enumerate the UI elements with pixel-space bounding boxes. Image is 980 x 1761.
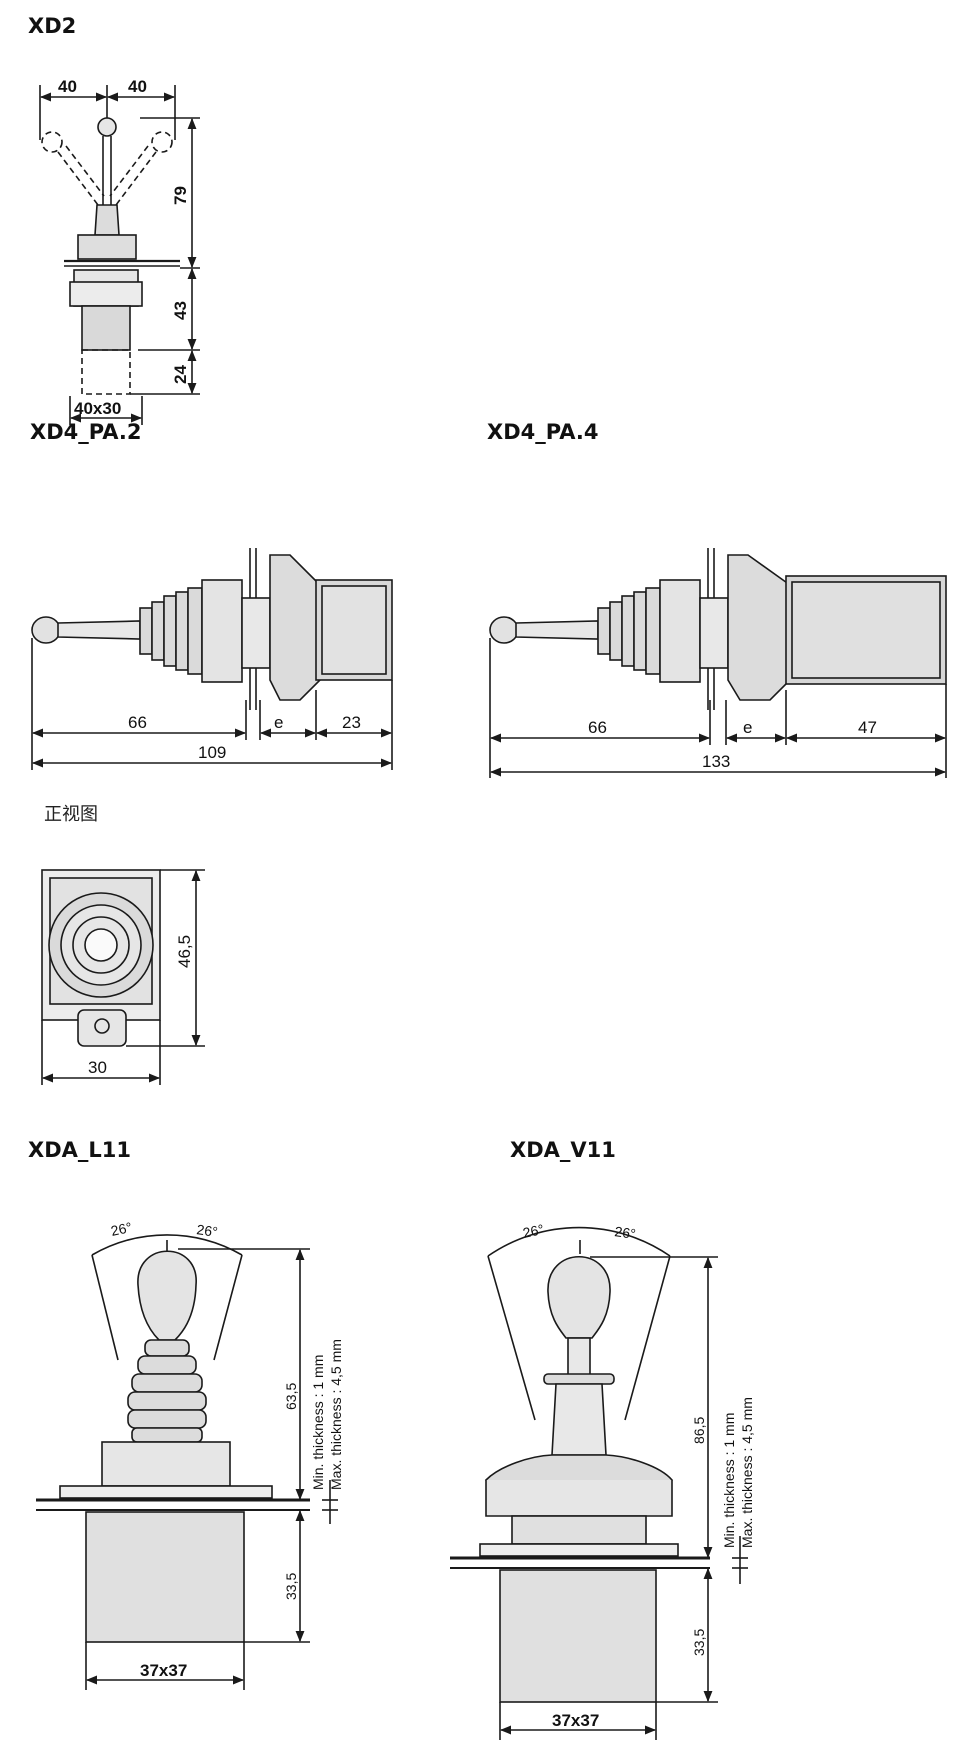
xda-v11-dim-base: 37x37: [552, 1711, 599, 1730]
xda-v11-drawing: [450, 1226, 748, 1740]
xda-v11-min-thickness: Min. thickness : 1 mm: [721, 1413, 737, 1548]
xda-l11-min-thickness: Min. thickness : 1 mm: [310, 1355, 326, 1490]
xd2-dim-base: 40x30: [74, 399, 121, 418]
xd4-pa4-dim-right: 47: [858, 718, 877, 737]
xda-v11-angle-right: 26°: [614, 1223, 637, 1242]
xda-v11-dim-height-top: 86,5: [691, 1417, 707, 1444]
front-view-dim-width: 30: [88, 1058, 107, 1077]
front-view-label: 正视图: [44, 804, 98, 825]
xda-v11-angle-left: 26°: [521, 1221, 545, 1241]
xda-l11-max-thickness: Max. thickness : 4,5 mm: [328, 1339, 344, 1490]
xda-l11-angle-right: 26°: [196, 1221, 219, 1240]
xda-v11-title: XDA_V11: [510, 1138, 616, 1162]
xda-l11-dim-base: 37x37: [140, 1661, 187, 1680]
xda-v11-dim-height-bottom: 33,5: [691, 1629, 707, 1656]
xd4-pa2-drawing: [31, 548, 393, 770]
xda-l11-dim-height-top: 63,5: [283, 1383, 299, 1410]
xd4-pa4-dim-lever: 66: [588, 718, 607, 737]
xda-l11-drawing: [36, 1234, 338, 1690]
xda-l11-title: XDA_L11: [28, 1138, 131, 1162]
xd2-dim-right: 40: [128, 77, 147, 96]
front-view-drawing: [41, 869, 205, 1085]
xd4-pa4-title: XD4_PA.4: [487, 420, 599, 444]
xd4-pa2-dim-lever: 66: [128, 713, 147, 732]
xda-v11-max-thickness: Max. thickness : 4,5 mm: [739, 1397, 755, 1548]
xd4-pa2-dim-right: 23: [342, 713, 361, 732]
xd4-pa4-drawing: [489, 548, 947, 778]
xd2-drawing: [39, 85, 200, 425]
xd4-pa4-dim-e: e: [743, 718, 752, 737]
xd2-dim-height-mid: 43: [171, 301, 190, 320]
xd2-title: XD2: [28, 14, 77, 38]
xd4-pa4-dim-total: 133: [702, 752, 730, 771]
xd2-dim-height-low: 24: [171, 365, 190, 384]
front-view-dim-height: 46,5: [175, 935, 194, 968]
xd4-pa2-dim-e: e: [274, 713, 283, 732]
xd2-dim-left: 40: [58, 77, 77, 96]
xd2-dim-height-top: 79: [171, 186, 190, 205]
xda-l11-dim-height-bottom: 33,5: [283, 1573, 299, 1600]
xda-l11-angle-left: 26°: [109, 1219, 133, 1239]
xd4-pa2-dim-total: 109: [198, 743, 226, 762]
xd4-pa2-title: XD4_PA.2: [30, 420, 142, 444]
